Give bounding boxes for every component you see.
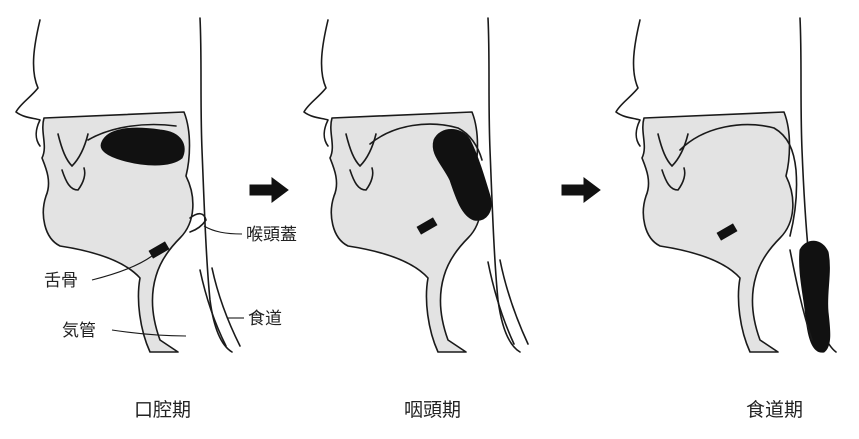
esophagus-tube	[200, 268, 240, 346]
label-esophagus: 食道	[248, 309, 282, 329]
esophagus-tissue	[642, 112, 793, 352]
panel-oral-phase: 喉頭蓋 舌骨 食道 気管 口腔期	[16, 18, 297, 421]
caption-esophageal-phase: 食道期	[746, 399, 803, 421]
arrow-right-icon	[562, 178, 600, 202]
bolus	[800, 241, 830, 352]
neck-back-line	[200, 18, 232, 352]
label-hyoid: 舌骨	[44, 271, 78, 291]
label-trachea: 気管	[62, 321, 96, 341]
caption-oral-phase: 口腔期	[134, 399, 191, 421]
neck-back-line	[488, 18, 520, 352]
face-profile	[304, 20, 328, 146]
face-profile	[616, 20, 640, 146]
arrow-right-icon	[250, 178, 288, 202]
face-profile	[16, 20, 40, 146]
panel-esophageal-phase: 食道期	[616, 18, 836, 421]
panel-pharyngeal-phase: 咽頭期	[304, 18, 528, 421]
caption-pharyngeal-phase: 咽頭期	[404, 399, 461, 421]
esophagus-tube	[488, 260, 528, 344]
leader-epiglottis	[204, 226, 242, 234]
label-epiglottis: 喉頭蓋	[246, 225, 297, 245]
epiglottis-shape	[190, 214, 206, 232]
